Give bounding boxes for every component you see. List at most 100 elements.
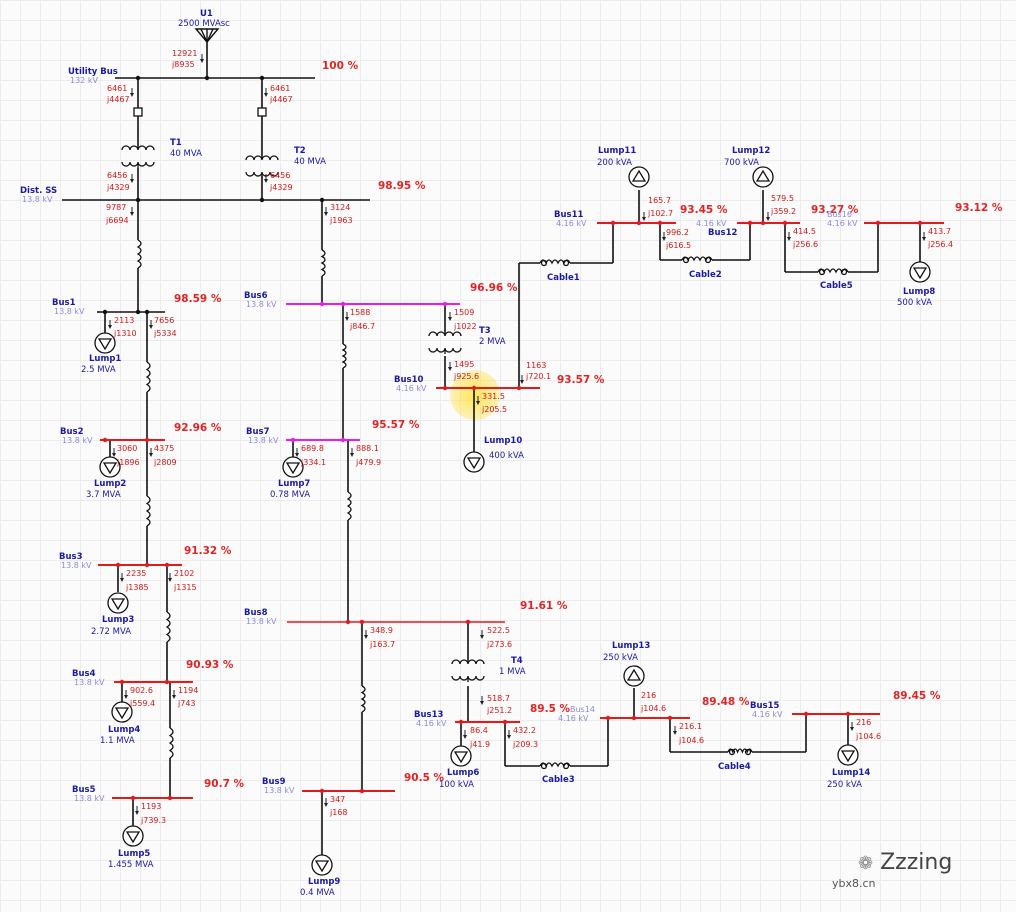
load-name: Lump11 <box>598 146 637 156</box>
flow-q: j616.5 <box>666 241 692 250</box>
flow-p: 216 <box>856 718 872 727</box>
bus-voltage-pct: 91.32 % <box>184 545 232 557</box>
load-name: Lump12 <box>732 146 771 156</box>
cable-label: Cable5 <box>820 281 853 291</box>
cable-icon[interactable] <box>681 256 713 264</box>
load-name: Lump2 <box>94 479 127 489</box>
bus-voltage-pct: 93.12 % <box>955 202 1003 214</box>
load-rating: 700 kVA <box>724 158 759 168</box>
flow-q: j256.4 <box>928 240 954 249</box>
flow-q: j1315 <box>174 583 197 592</box>
flow-q: j41.9 <box>470 740 491 749</box>
load-name: Lump1 <box>89 354 122 364</box>
bus-name: Bus13 <box>414 710 444 720</box>
load-icon[interactable] <box>450 745 472 767</box>
flow-q: j4329 <box>270 183 293 192</box>
flow-p: 165.7 <box>648 196 671 205</box>
flow-q: j846.7 <box>350 322 376 331</box>
flow-q: j4329 <box>107 183 130 192</box>
flow-p: 413.7 <box>928 227 951 236</box>
bus-voltage-pct: 98.59 % <box>174 293 222 305</box>
cable-icon[interactable] <box>817 268 849 276</box>
bus-name: Bus2 <box>60 427 84 437</box>
load-rating: 1.455 MVA <box>108 860 154 870</box>
bus-kv: 13.8 kV <box>62 436 93 445</box>
transformer-name: T2 <box>294 146 306 156</box>
bus-name: Bus3 <box>59 552 83 562</box>
bus-voltage-pct: 90.7 % <box>204 778 245 790</box>
line-impedance-icon[interactable] <box>145 495 151 527</box>
line-impedance-icon[interactable] <box>320 249 326 277</box>
load-rating: 250 kVA <box>827 780 862 790</box>
line-impedance-icon[interactable] <box>346 491 352 521</box>
load-icon[interactable] <box>122 825 144 847</box>
load-icon[interactable] <box>909 261 931 283</box>
flow-p: 6456 <box>270 171 291 180</box>
flow-q: j479.9 <box>356 458 382 467</box>
flow-q: j739.3 <box>141 816 167 825</box>
load-icon[interactable] <box>111 701 133 723</box>
transformer-name: T3 <box>479 326 491 336</box>
bus-voltage-pct: 100 % <box>322 60 359 72</box>
cable-icon[interactable] <box>727 748 753 756</box>
flow-q: j256.6 <box>793 240 819 249</box>
load-icon[interactable] <box>628 166 650 188</box>
transformer-icon[interactable] <box>121 145 155 168</box>
load-icon[interactable] <box>94 332 116 354</box>
load-icon[interactable] <box>99 456 121 478</box>
flow-q: j168 <box>330 808 348 817</box>
load-icon[interactable] <box>623 665 645 687</box>
flow-q: j559.4 <box>130 699 156 708</box>
load-rating: 400 kVA <box>489 451 524 461</box>
watermark-name: Zzzing <box>880 850 953 875</box>
cable-icon[interactable] <box>539 762 571 770</box>
flow-q: j4467 <box>270 95 293 104</box>
flow-q: j720.1 <box>526 372 552 381</box>
flow-p: 6461 <box>107 84 128 93</box>
breaker-icon[interactable] <box>133 107 267 117</box>
cursor-highlight <box>450 370 500 420</box>
transformer-rating: 40 MVA <box>294 157 326 167</box>
bus-kv: 4.16 kV <box>558 714 589 723</box>
watermark-site: ybx8.cn <box>832 877 876 890</box>
bus-kv: 13.8 kV <box>74 794 105 803</box>
line-impedance-icon[interactable] <box>168 727 174 759</box>
bus-voltage-pct: 92.96 % <box>174 422 222 434</box>
load-rating: 100 kVA <box>439 780 474 790</box>
bus-name: Bus1 <box>52 298 76 308</box>
load-icon[interactable] <box>311 854 333 876</box>
line-impedance-icon[interactable] <box>165 611 171 643</box>
flow-q: j205.5 <box>482 405 508 414</box>
bus-kv: 13.8 kV <box>248 436 279 445</box>
load-rating: 3.7 MVA <box>86 490 121 500</box>
load-icon[interactable] <box>752 166 774 188</box>
flow-p: 347 <box>330 795 346 804</box>
flow-p: 522.5 <box>487 626 510 635</box>
line-impedance-icon[interactable] <box>145 361 151 393</box>
load-icon[interactable] <box>107 592 129 614</box>
bus-name: Bus7 <box>246 427 270 437</box>
transformer-icon[interactable] <box>428 331 462 354</box>
bus-name: Bus8 <box>244 608 268 618</box>
utility-source-icon[interactable] <box>194 28 220 44</box>
load-name: Lump8 <box>903 287 936 297</box>
transformer-icon[interactable] <box>451 659 485 682</box>
flow-q: j334.1 <box>301 458 327 467</box>
flow-p: 331.5 <box>482 392 505 401</box>
line-impedance-icon[interactable] <box>360 685 366 713</box>
bus-kv: 13.8 kV <box>54 307 85 316</box>
flow-q: j273.6 <box>487 640 513 649</box>
bus-kv: 4.16 kV <box>396 384 427 393</box>
line-impedance-icon[interactable] <box>341 343 347 369</box>
flow-p: 1163 <box>526 361 547 370</box>
load-rating: 2.5 MVA <box>81 365 116 375</box>
load-icon[interactable] <box>837 744 859 766</box>
cable-icon[interactable] <box>539 259 571 267</box>
bus-kv: 4.16 kV <box>752 710 783 719</box>
load-icon[interactable] <box>282 456 304 478</box>
transformer-icon[interactable] <box>245 155 279 178</box>
flow-q: j251.2 <box>487 706 513 715</box>
bus-voltage-pct: 89.5 % <box>530 703 571 715</box>
load-icon[interactable] <box>463 451 485 473</box>
line-impedance-icon[interactable] <box>136 239 142 269</box>
